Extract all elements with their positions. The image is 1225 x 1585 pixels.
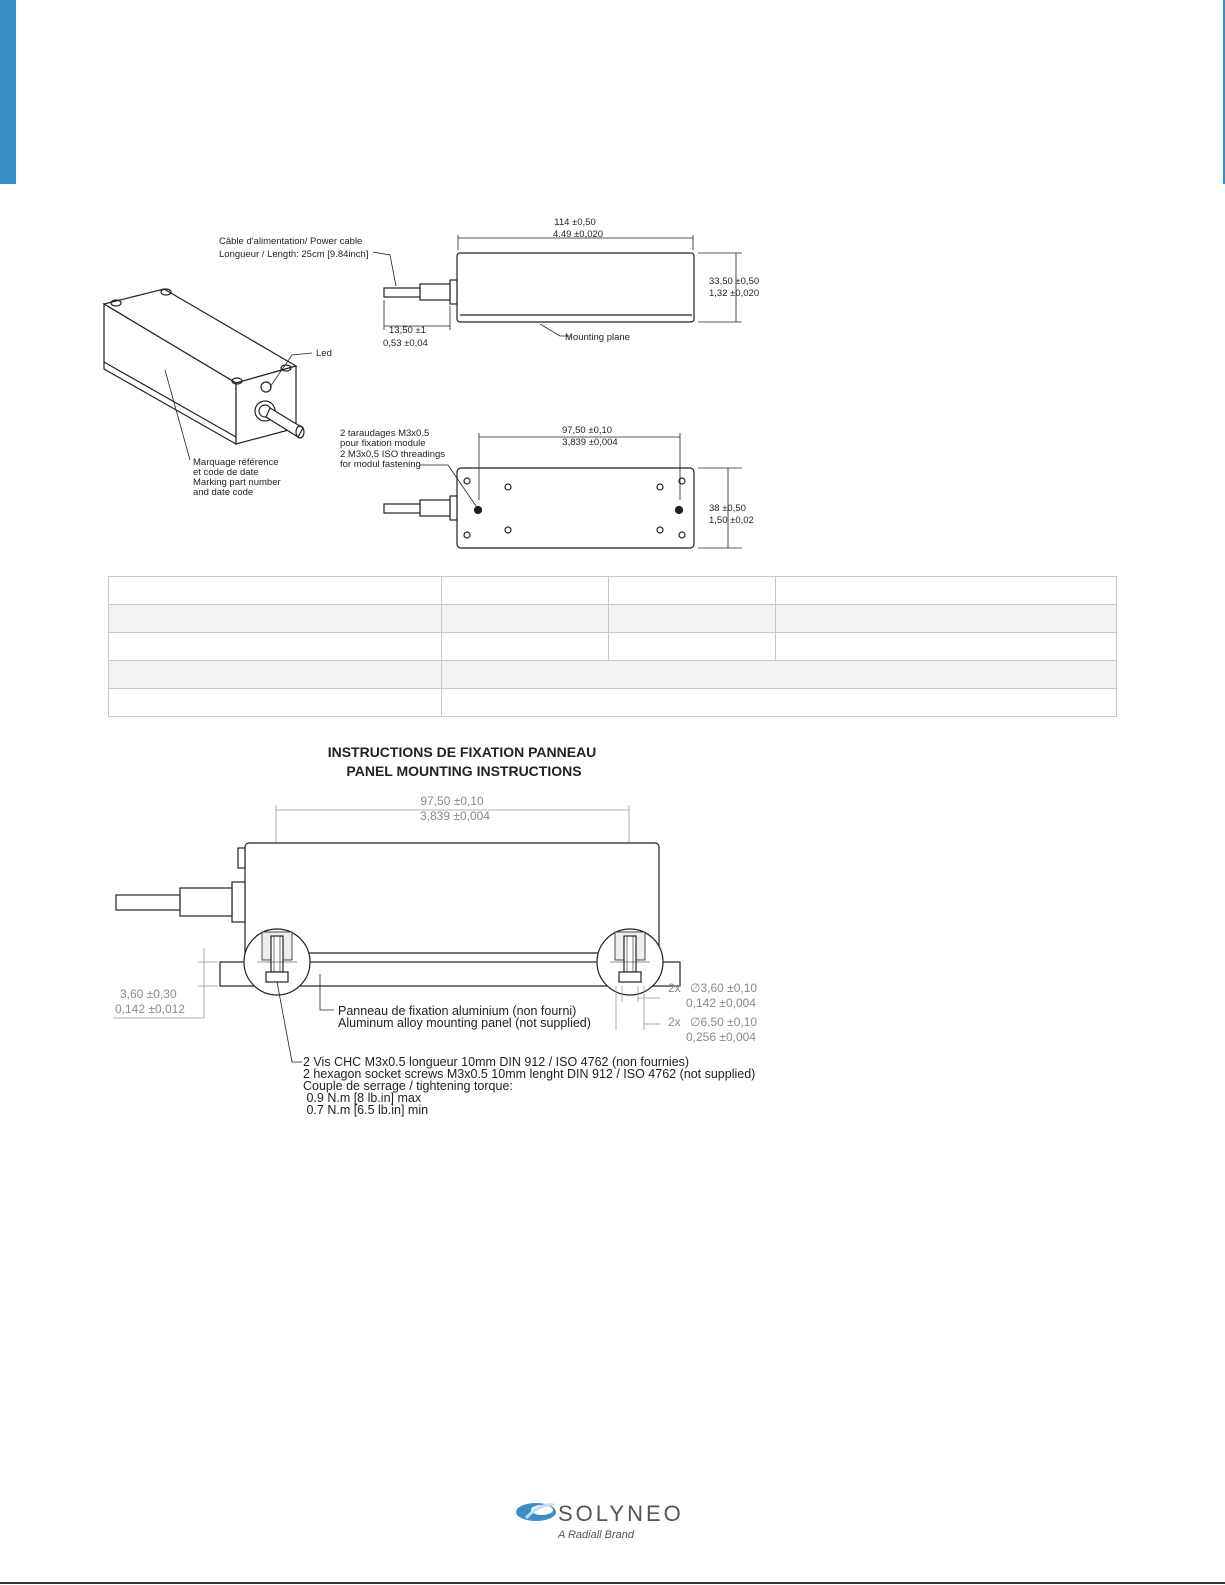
product-drawing: Led Marquage référence et code de date M… — [102, 217, 759, 549]
logo-wordmark: SOLYNEO — [558, 1501, 684, 1526]
marking-note-line-1: Marquage référence — [193, 457, 279, 468]
panel-note-line-1: Panneau de fixation aluminium (non fourn… — [338, 1004, 576, 1018]
table-cell — [108, 576, 442, 605]
table-row — [108, 632, 1117, 661]
table-cell — [775, 604, 1117, 633]
cable-note-line-2: Longueur / Length: 25cm [9.84inch] — [219, 249, 368, 260]
table-cell — [441, 660, 1117, 689]
table-row — [108, 660, 1117, 689]
mounting-plane-label: Mounting plane — [565, 332, 630, 343]
cable-note-line-1: Câble d'alimentation/ Power cable — [219, 236, 362, 247]
table-cell — [441, 632, 609, 661]
table-cell — [108, 632, 442, 661]
dim-height-mm: 33,50 ±0,50 — [709, 276, 759, 287]
hole-dimensions — [615, 986, 660, 1030]
screw-note-line-1: 2 Vis CHC M3x0.5 longueur 10mm DIN 912 /… — [303, 1055, 689, 1069]
screw-note-line-2: 2 hexagon socket screws M3x0.5 10mm leng… — [303, 1067, 755, 1081]
hole-large-inch: 0,256 ±0,004 — [686, 1030, 756, 1044]
bottom-view — [383, 433, 742, 549]
hole-large-qty: 2x — [668, 1015, 681, 1029]
marking-note-line-2: et code de date — [193, 467, 259, 478]
table-cell — [775, 576, 1117, 605]
table-row — [108, 576, 1117, 605]
marking-note-line-4: and date code — [193, 487, 253, 498]
dim-length-inch: 4.49 ±0,020 — [553, 229, 603, 240]
panel-title-fr: INSTRUCTIONS DE FIXATION PANNEAU — [328, 744, 597, 760]
module-body — [115, 842, 660, 964]
dim-height-inch: 1,32 ±0,020 — [709, 288, 759, 299]
dim-width-inch: 1,50 ±0,02 — [709, 515, 754, 526]
marking-note-line-3: Marking part number — [193, 477, 281, 488]
hole-small-qty: 2x — [668, 981, 681, 995]
footer-rule — [0, 1582, 1225, 1584]
threading-note-line-4: for modul fastening — [340, 459, 421, 470]
hole-small-inch: 0,142 ±0,004 — [686, 996, 756, 1010]
panel-mounting-drawing: INSTRUCTIONS DE FIXATION PANNEAU PANEL M… — [113, 744, 757, 1117]
dim-width-mm: 38 ±0,50 — [709, 503, 746, 514]
logo-tagline: A Radiall Brand — [557, 1529, 635, 1541]
panel-thickness-dimension — [113, 948, 218, 1019]
table-cell — [441, 688, 1117, 717]
dim-length-mm: 114 ±0,50 — [554, 217, 596, 228]
table-cell — [608, 576, 776, 605]
table-cell — [108, 604, 442, 633]
table-cell — [608, 604, 776, 633]
hole-small-mm: ∅3,60 ±0,10 — [690, 981, 757, 995]
table-row — [108, 604, 1117, 633]
solyneo-logo: SOLYNEO A Radiall Brand — [516, 1501, 684, 1541]
dim-cable-exit-mm: 13,50 ±1 — [389, 325, 426, 336]
threading-note-line-2: pour fixation module — [340, 438, 426, 449]
dim-spacing-inch: 3,839 ±0,004 — [420, 809, 490, 823]
dim-hole-spacing-mm: 97,50 ±0,10 — [562, 425, 612, 436]
table-cell — [108, 688, 442, 717]
table-cell — [775, 632, 1117, 661]
header-accent-line — [1223, 0, 1225, 184]
screw-note-line-3: Couple de serrage / tightening torque: — [303, 1079, 513, 1093]
screw-detail-right — [596, 928, 664, 996]
screw-note-line-4: 0.9 N.m [8 lb.in] max — [303, 1091, 422, 1105]
table-row — [108, 688, 1117, 717]
header-accent-bar — [0, 0, 16, 184]
table-cell — [441, 604, 609, 633]
table-cell — [108, 660, 442, 689]
panel-note-line-2: Aluminum alloy mounting panel (not suppl… — [338, 1016, 591, 1030]
dim-cable-exit-inch: 0,53 ±0,04 — [383, 338, 428, 349]
spec-table — [108, 576, 1117, 717]
dim-spacing-mm: 97,50 ±0,10 — [420, 794, 484, 808]
dim-panel-inch: 0,142 ±0,012 — [115, 1002, 185, 1016]
dim-panel-mm: 3,60 ±0,30 — [120, 987, 177, 1001]
screw-detail-left — [243, 928, 311, 996]
panel-title-en: PANEL MOUNTING INSTRUCTIONS — [346, 763, 581, 779]
threading-note-line-1: 2 taraudages M3x0.5 — [340, 428, 429, 439]
screw-note-line-5: 0.7 N.m [6.5 lb.in] min — [303, 1103, 428, 1117]
dim-hole-spacing-inch: 3,839 ±0,004 — [562, 437, 617, 448]
hole-large-mm: ∅6,50 ±0,10 — [690, 1015, 757, 1029]
threading-note-line-3: 2 M3x0.5 ISO threadings — [340, 449, 445, 460]
table-cell — [608, 632, 776, 661]
isometric-view — [102, 288, 313, 461]
table-cell — [441, 576, 609, 605]
led-label: Led — [316, 348, 332, 359]
side-view — [372, 235, 742, 337]
